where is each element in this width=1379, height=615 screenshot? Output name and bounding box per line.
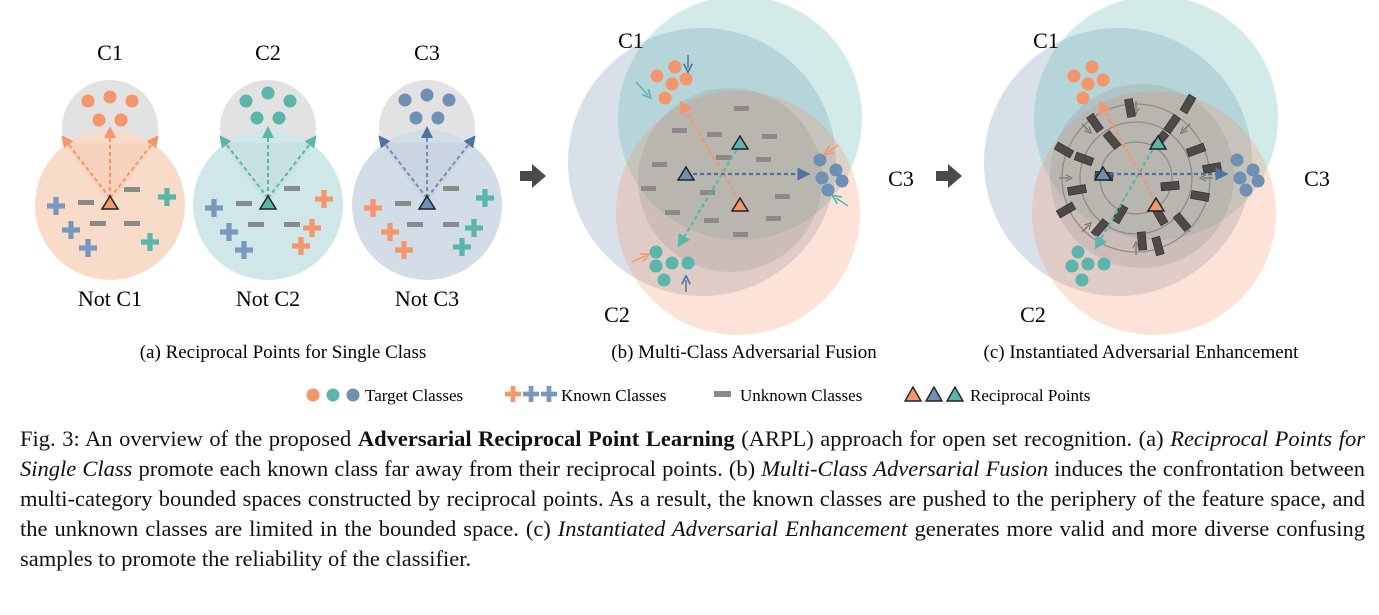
panel-a-label-not-c2: Not C2 [236, 286, 300, 311]
panel-c-label-c1: C1 [1033, 28, 1059, 53]
panel-c-label-c3: C3 [1304, 166, 1330, 191]
panel-b-label-c3: C3 [888, 166, 914, 191]
legend: Target Classes Known Classes Unknown Cla… [306, 385, 1090, 405]
panel-a-subcaption: (a) Reciprocal Points for Single Class [140, 342, 427, 363]
caption-term-c: Instantiated Adversarial Enhancement [557, 516, 908, 541]
legend-target-label: Target Classes [365, 386, 463, 405]
panel-a: C1 Not C1 [35, 40, 502, 363]
panel-a-label-not-c3: Not C3 [395, 286, 459, 311]
legend-reciprocal-icon [903, 385, 965, 402]
legend-known-icon [504, 385, 558, 403]
caption-term-b: Multi-Class Adversarial Fusion [761, 456, 1049, 481]
panel-c-subcaption: (c) Instantiated Adversarial Enhancement [984, 342, 1300, 363]
panel-a-c2: C2 Not C2 [193, 40, 343, 311]
figure-illustration: C1 Not C1 [35, 0, 1330, 405]
caption-text-1: An overview of the proposed [79, 426, 358, 451]
caption-text-3: promote each known class far away from t… [132, 456, 762, 481]
caption-text-2: (ARPL) approach for open set recognition… [734, 426, 1171, 451]
legend-reciprocal-label: Reciprocal Points [970, 386, 1090, 405]
panel-c: C1 C2 C3 (c) Instantiated Adversarial En… [984, 0, 1330, 363]
arrow-b-to-c-icon [936, 164, 962, 188]
caption-term-a: Reciprocal Points for Single Class [20, 426, 1365, 481]
legend-target-icon [306, 388, 360, 402]
panel-c-label-c2: C2 [1020, 302, 1046, 327]
panel-a-label-c2: C2 [255, 40, 281, 65]
arrow-a-to-b-icon [520, 164, 546, 188]
panel-b: C1 C2 C3 (b) Multi-Class Adversarial Fus… [568, 0, 914, 363]
panel-a-label-c1: C1 [97, 40, 123, 65]
caption-text-4: induces the confrontation between multi-… [20, 456, 1365, 541]
panel-b-subcaption: (b) Multi-Class Adversarial Fusion [611, 342, 877, 363]
caption-fig-number: Fig. 3: [20, 426, 80, 451]
panel-b-label-c1: C1 [618, 28, 644, 53]
caption-text-5: generates more valid and more diverse co… [20, 516, 1366, 571]
caption-method-name: Adversarial Reciprocal Point Learning [357, 426, 735, 451]
legend-unknown-label: Unknown Classes [740, 386, 862, 405]
legend-unknown-icon [714, 391, 731, 397]
panel-a-c3: C3 Not C3 [352, 40, 502, 311]
figure-caption: Fig. 3: An overview of the proposed Adve… [20, 424, 1365, 574]
legend-known-label: Known Classes [561, 386, 666, 405]
panel-a-label-not-c1: Not C1 [78, 286, 142, 311]
panel-b-label-c2: C2 [604, 302, 630, 327]
panel-a-label-c3: C3 [414, 40, 440, 65]
panel-a-c1: C1 Not C1 [35, 40, 185, 311]
